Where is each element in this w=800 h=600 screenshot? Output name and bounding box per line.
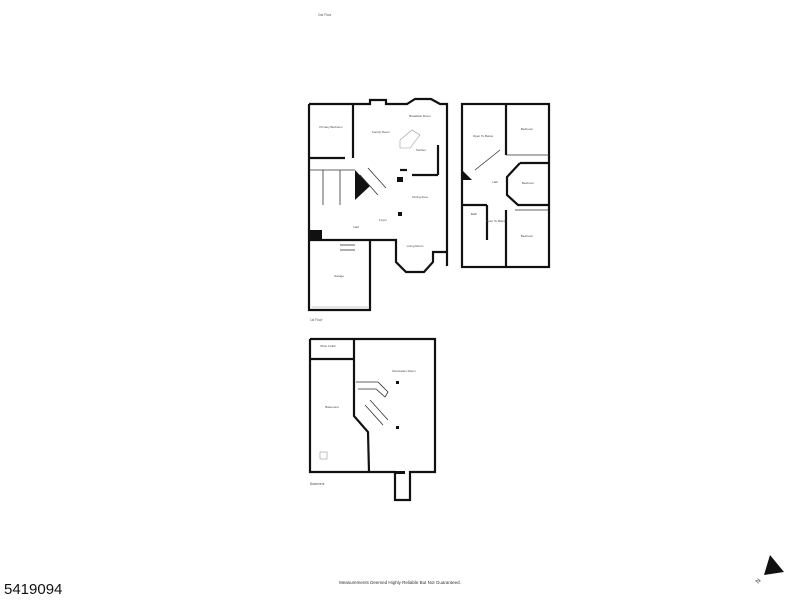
room-label: Primary Bedroom <box>319 125 343 129</box>
room-label: Recreation Room <box>392 369 416 373</box>
room-label: Open To Below <box>486 219 507 223</box>
room-label: Hall <box>492 180 498 184</box>
room-label: Foyer <box>379 218 387 222</box>
room-label: Bedroom <box>521 127 534 131</box>
room-label: Basement <box>325 405 339 409</box>
room-label: Wine Cellar <box>320 344 336 348</box>
room-label: Living Room <box>407 244 424 248</box>
room-label: Bedroom <box>522 181 535 185</box>
room-label: Dining Area <box>412 195 428 199</box>
room-label: Hall <box>353 225 359 229</box>
floor-label: Basement <box>310 482 324 486</box>
room-label: Breakfast Room <box>409 114 431 118</box>
room-label: Bedroom <box>521 234 534 238</box>
first-floor-plan: Primary Bedroom Family Room Breakfast Ro… <box>307 97 449 322</box>
room-label: Bath <box>471 212 478 216</box>
room-label: Garage <box>334 274 344 278</box>
floor-label-top: 2nd Floor <box>318 13 332 17</box>
north-arrow-icon: N <box>755 555 784 585</box>
room-label: Kitchen <box>416 148 426 152</box>
basement-plan: Wine Cellar Recreation Room Basement Bas… <box>308 337 437 502</box>
disclaimer: Measurements Deemed Highly Reliable But … <box>339 580 461 585</box>
floor-label: 1st Floor <box>310 318 323 322</box>
room-label: Family Room <box>372 130 390 134</box>
room-label: Open To Below <box>473 134 494 138</box>
listing-id: 5419094 <box>4 581 63 598</box>
second-floor-plan: Open To Below Bedroom Hall Bedroom Bath … <box>460 102 551 269</box>
compass-label: N <box>755 578 762 585</box>
